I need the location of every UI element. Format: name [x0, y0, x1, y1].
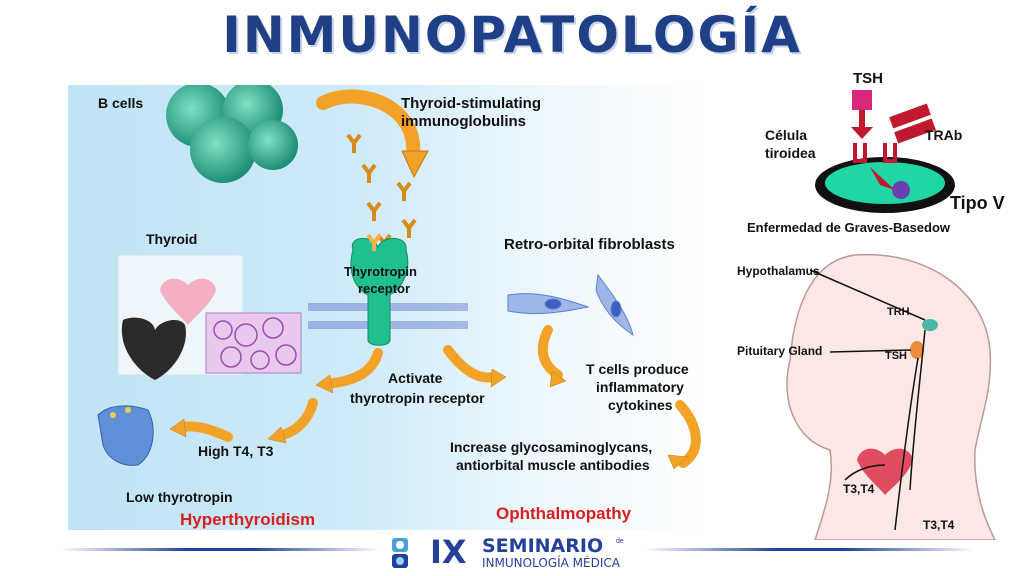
t3t4-label-a: T3,T4 — [843, 482, 875, 496]
fibroblasts-label: Retro-orbital fibroblasts — [504, 236, 675, 253]
receptor-label-line2: receptor — [358, 281, 411, 296]
graves-disease-label: Enfermedad de Graves-Basedow — [747, 220, 951, 235]
page-title: INMUNOPATOLOGÍA — [222, 6, 802, 64]
receptor-label-line1: Thyrotropin — [344, 264, 417, 279]
hormone-figure — [97, 405, 154, 466]
diagram-artwork — [97, 85, 701, 470]
logo-line2: INMUNOLOGÍA MÉDICA — [482, 556, 620, 570]
hyperthyroidism-label: Hyperthyroidism — [180, 510, 316, 529]
tsi-label-line1: Thyroid-stimulating — [401, 95, 541, 112]
seminario-logo: IX SEMINARIO de INMUNOLOGÍA MÉDICA — [390, 533, 640, 572]
graves-mechanism-diagram: B cells Thyroid-stimulating immunoglobul… — [68, 85, 708, 530]
activate-label-line1: Activate — [388, 370, 443, 386]
b-cells-image — [166, 85, 298, 183]
activate-label-line2: thyrotropin receptor — [350, 390, 485, 406]
low-thyrotropin-label: Low thyrotropin — [126, 489, 233, 505]
logo-emblem-icon — [392, 538, 408, 568]
b-cells-label: B cells — [98, 95, 144, 111]
logo-roman-numeral: IX — [430, 533, 467, 571]
gag-label-line1: Increase glycosaminoglycans, — [450, 439, 653, 455]
t3t4-label-b: T3,T4 — [923, 518, 955, 532]
trab-label: TRAb — [925, 127, 963, 143]
anatomy-tsh-label: TSH — [885, 350, 907, 362]
ophthalmopathy-label: Ophthalmopathy — [496, 504, 632, 523]
head-neck-art — [786, 253, 996, 540]
tcells-label-line2: inflammatory — [596, 379, 684, 395]
logo-line1-small: de — [616, 538, 624, 545]
graves-tsh-label: TSH — [853, 70, 883, 87]
cell-label-line2: tiroidea — [765, 145, 816, 161]
hpt-axis-anatomy: Hypothalamus TRH Pituitary Gland TSH T3,… — [735, 250, 1020, 540]
thyrotropin-receptor-shape — [350, 233, 409, 346]
process-arrows — [178, 325, 701, 468]
footer-line-left — [60, 548, 380, 551]
pituitary-label: Pituitary Gland — [737, 344, 823, 358]
trh-label: TRH — [887, 306, 910, 318]
graves-schematic: TSH Célula tiroidea TRAb Tipo V Enfermed… — [735, 65, 1020, 245]
logo-line1: SEMINARIO — [482, 535, 604, 557]
thyroid-label: Thyroid — [146, 231, 198, 247]
tipo-label: Tipo V — [950, 193, 1005, 213]
tsi-label-line2: immunoglobulins — [401, 113, 526, 130]
high-t4-label: High T4, T3 — [198, 443, 274, 459]
footer-line-right — [645, 548, 975, 551]
cell-label-line1: Célula — [765, 127, 808, 143]
tcells-label-line3: cytokines — [608, 397, 673, 413]
thyroid-images — [117, 254, 302, 380]
gag-label-line2: antiorbital muscle antibodies — [456, 457, 650, 473]
hypothalamus-label: Hypothalamus — [737, 264, 820, 278]
graves-schematic-art — [815, 90, 955, 213]
fibroblasts-image — [507, 273, 634, 337]
tcells-label-line1: T cells produce — [586, 361, 689, 377]
